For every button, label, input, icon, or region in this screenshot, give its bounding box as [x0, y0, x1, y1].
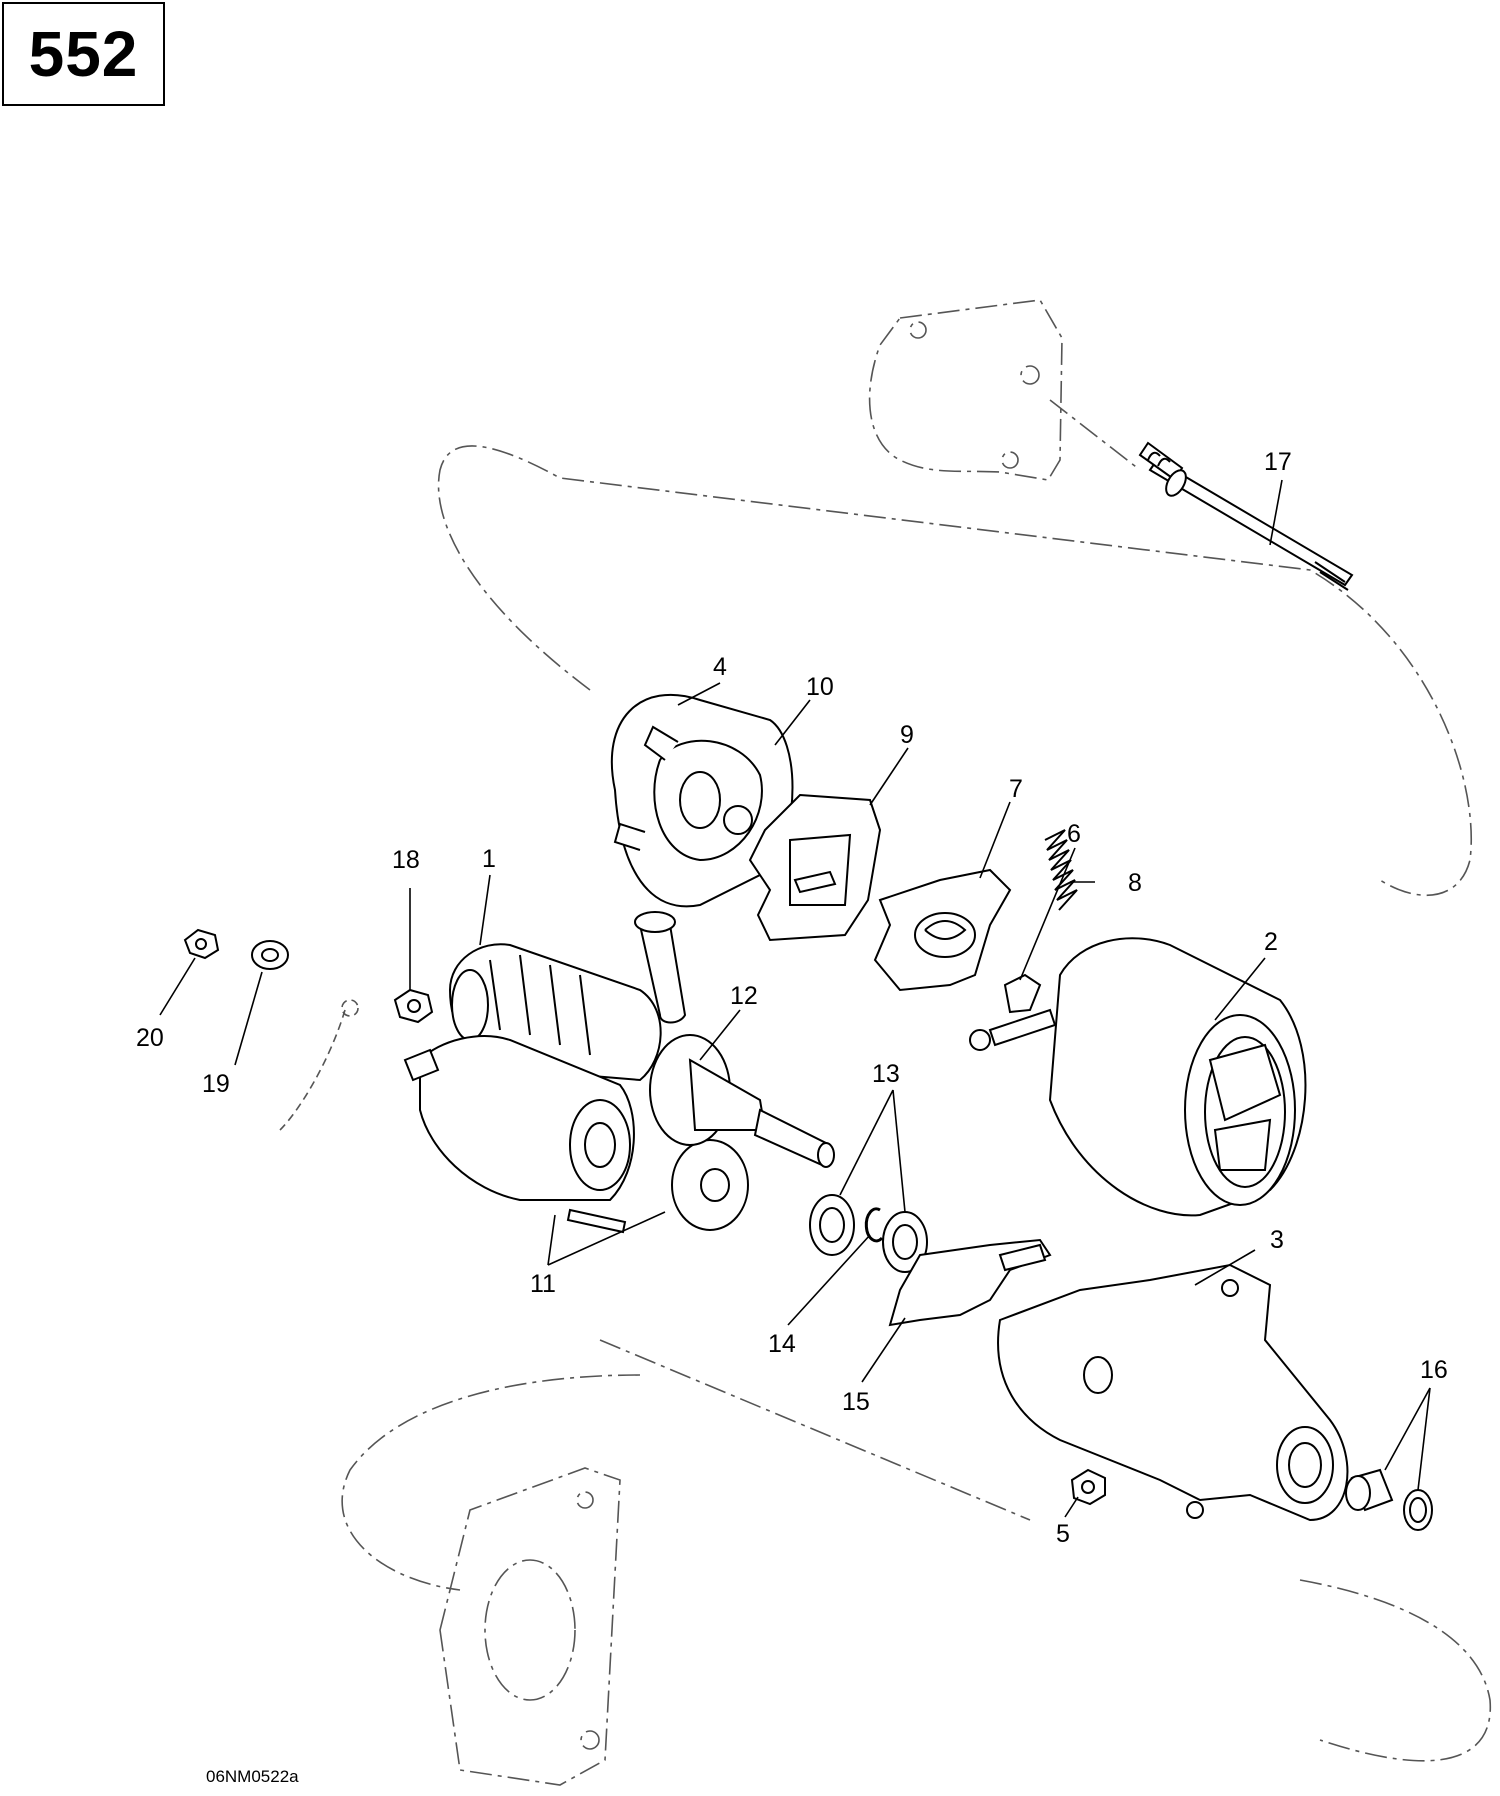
part-19-washer [251, 940, 289, 970]
callout-16: 16 [1420, 1356, 1448, 1384]
phantom-bracket-hole-1 [1020, 365, 1040, 385]
drawing-reference-code: 06NM0522a [206, 1767, 299, 1786]
leader-20 [159, 957, 196, 1016]
leader-16b [1417, 1387, 1431, 1491]
part-16-bushing [1345, 1468, 1433, 1531]
leader-1 [479, 874, 491, 946]
callout-1: 1 [482, 845, 496, 873]
callout-2: 2 [1264, 928, 1278, 956]
phantom-bracket-hole-5 [580, 1730, 600, 1750]
part-14-snap-ring [864, 1207, 884, 1243]
leader-15 [861, 1317, 906, 1383]
leader-3 [1194, 1249, 1256, 1286]
leader-2 [1214, 957, 1266, 1021]
part-9-plate [748, 793, 882, 942]
part-20-nut [183, 928, 220, 960]
phantom-loop-upper [437, 445, 1472, 897]
part-17-stud-bolt [1138, 441, 1354, 591]
phantom-bracket-hole-2 [1001, 451, 1019, 469]
phantom-cable [279, 999, 359, 1131]
leader-14 [787, 1234, 871, 1326]
part-12-drive-pinion [649, 1034, 835, 1168]
page-number: 552 [28, 18, 139, 90]
callout-17: 17 [1264, 448, 1292, 476]
leader-6 [1019, 847, 1076, 981]
callout-8: 8 [1128, 869, 1142, 897]
leader-7 [979, 801, 1011, 879]
leader-13a [839, 1089, 894, 1196]
leader-13b [892, 1089, 906, 1213]
leader-5 [1064, 1496, 1079, 1518]
leader-11b [547, 1211, 666, 1266]
part-10-sleeve [634, 911, 687, 1024]
callout-9: 9 [900, 721, 914, 749]
leader-10 [774, 699, 811, 746]
leader-12 [699, 1009, 741, 1061]
callout-13: 13 [872, 1060, 900, 1088]
callout-4: 4 [713, 653, 727, 681]
phantom-axis-17 [1049, 399, 1141, 471]
callout-19: 19 [202, 1070, 230, 1098]
part-13-washers [809, 1194, 928, 1273]
callout-7: 7 [1009, 775, 1023, 803]
callout-15: 15 [842, 1388, 870, 1416]
part-4-end-cover [610, 694, 794, 908]
phantom-bracket-hole-4 [576, 1491, 594, 1509]
leader-16a [1384, 1387, 1431, 1471]
callout-6: 6 [1067, 820, 1081, 848]
phantom-bracket-lower [439, 1467, 621, 1786]
leader-11a [547, 1214, 556, 1266]
part-15-shift-lever [888, 1238, 1052, 1327]
part-3-drive-housing [997, 1263, 1349, 1522]
part-6-terminal [969, 973, 1057, 1051]
phantom-loop-lower [341, 1339, 1492, 1762]
leader-17 [1269, 479, 1283, 546]
part-5-nut [1070, 1468, 1106, 1506]
part-8-spring [1044, 829, 1078, 911]
phantom-bracket-bore [484, 1559, 576, 1701]
part-18-nut [393, 988, 434, 1024]
leader-lines [159, 479, 1431, 1518]
callout-11: 11 [530, 1270, 556, 1298]
part-2-yoke-housing [1048, 937, 1307, 1217]
leader-19 [234, 971, 263, 1066]
callout-14: 14 [768, 1330, 796, 1358]
page-number-box: 552 [2, 2, 165, 106]
callout-18: 18 [392, 846, 420, 874]
leader-9 [869, 747, 909, 806]
callout-12: 12 [730, 982, 758, 1010]
phantom-outlines [341, 299, 1492, 1786]
phantom-bracket-hole-3 [909, 321, 927, 339]
callout-labels: 1 2 3 4 5 6 7 8 9 10 11 12 13 14 15 16 1… [136, 448, 1448, 1548]
part-7-brush-holder [873, 868, 1012, 992]
part-11-solenoid [403, 1035, 749, 1234]
phantom-bracket-upper [868, 299, 1063, 481]
callout-10: 10 [806, 673, 834, 701]
callout-5: 5 [1056, 1520, 1070, 1548]
callout-3: 3 [1270, 1226, 1284, 1254]
callout-20: 20 [136, 1024, 164, 1052]
leader-4 [677, 682, 721, 706]
